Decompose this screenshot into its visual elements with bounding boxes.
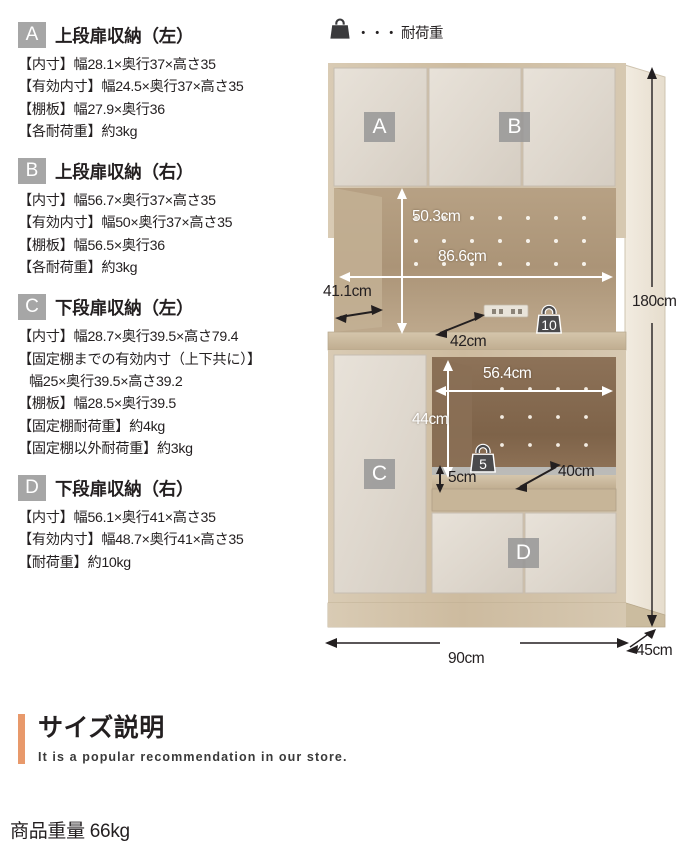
dimension-upper-open-width: 86.6cm — [438, 248, 487, 265]
load-badge-lower-value: 5 — [479, 456, 487, 472]
spec-line: 【有効内寸】幅50×奥行37×高さ35 — [18, 215, 233, 232]
size-description-banner: サイズ説明 It is a popular recommendation in … — [18, 714, 348, 764]
dimension-lower-open-height: 44cm — [412, 411, 449, 428]
banner-text-group: サイズ説明 It is a popular recommendation in … — [38, 714, 348, 764]
cabinet-door-badge-d: D — [508, 538, 539, 568]
spec-letter-badge-b: B — [18, 158, 46, 185]
dimension-total-depth: 45cm — [636, 642, 673, 659]
load-badge-upper-value: 10 — [541, 317, 557, 333]
spec-section-d-header: D 下段扉収納（右） — [18, 475, 318, 502]
spec-section-c-title: 下段扉収納（左） — [55, 297, 194, 318]
spec-line: 【棚板】幅56.5×奥行36 — [18, 237, 165, 254]
spec-line: 幅25×奥行39.5×高さ39.2 — [29, 373, 183, 390]
spec-line: 【内寸】幅28.7×奥行39.5×高さ79.4 — [18, 329, 239, 346]
spec-section-c-header: C 下段扉収納（左） — [18, 294, 318, 321]
spec-section-d: D 下段扉収納（右） 【内寸】幅56.1×奥行41×高さ35 【有効内寸】幅48… — [18, 475, 318, 574]
spec-section-a: A 上段扉収納（左） 【内寸】幅28.1×奥行37×高さ35 【有効内寸】幅24… — [18, 22, 318, 143]
spec-section-a-header: A 上段扉収納（左） — [18, 22, 318, 48]
dimension-lower-open-width: 56.4cm — [483, 365, 532, 382]
spec-list: A 上段扉収納（左） 【内寸】幅28.1×奥行37×高さ35 【有効内寸】幅24… — [18, 22, 318, 589]
load-badge-lower: 5 — [466, 443, 500, 477]
spec-line: 【棚板】幅27.9×奥行36 — [18, 101, 165, 118]
load-capacity-legend: ・・・ 耐荷重 — [327, 17, 444, 48]
cabinet-drawing — [325, 63, 666, 654]
cabinet-door-badge-b: B — [499, 112, 530, 142]
legend-label: 耐荷重 — [401, 26, 444, 42]
spec-letter-badge-d: D — [18, 475, 46, 502]
spec-section-c: C 下段扉収納（左） 【内寸】幅28.7×奥行39.5×高さ79.4 【固定棚ま… — [18, 294, 318, 460]
spec-line: 【有効内寸】幅24.5×奥行37×高さ35 — [18, 79, 244, 96]
cabinet-door-badge-a: A — [364, 112, 395, 142]
spec-line: 【内寸】幅56.7×奥行37×高さ35 — [18, 193, 216, 210]
spec-line: 【固定棚耐荷重】約4kg — [18, 418, 165, 435]
spec-line: 【内寸】幅28.1×奥行37×高さ35 — [18, 57, 216, 73]
load-badge-upper: 10 — [532, 304, 566, 338]
dimension-slide-shelf-height: 5cm — [448, 469, 477, 486]
dimension-lower-shelf-depth: 40cm — [558, 463, 595, 480]
spec-line: 【各耐荷重】約3kg — [18, 123, 138, 140]
dimension-total-height: 180cm — [632, 293, 677, 310]
power-outlet-icon — [483, 304, 529, 318]
dimension-total-width: 90cm — [448, 650, 485, 667]
spec-line: 【各耐荷重】約3kg — [18, 260, 138, 277]
spec-letter-badge-c: C — [18, 294, 46, 321]
weight-bag-icon — [470, 443, 496, 473]
spec-section-b-header: B 上段扉収納（右） — [18, 158, 318, 185]
product-weight-label: 商品重量 66kg — [10, 821, 130, 842]
dimension-upper-open-height: 50.3cm — [412, 208, 461, 225]
spec-section-d-title: 下段扉収納（右） — [55, 478, 194, 499]
spec-section-a-title: 上段扉収納（左） — [55, 25, 194, 46]
dimension-upper-shelf-depth: 42cm — [450, 333, 487, 350]
cabinet-illustration: 50.3cm 86.6cm 41.1cm 42cm 56.4cm 44cm 5c… — [320, 55, 680, 667]
spec-line: 【有効内寸】幅48.7×奥行41×高さ35 — [18, 532, 244, 549]
spec-section-b-title: 上段扉収納（右） — [55, 161, 194, 182]
dimension-side-depth: 41.1cm — [323, 283, 372, 300]
weight-bag-icon — [536, 304, 562, 334]
spec-section-b: B 上段扉収納（右） 【内寸】幅56.7×奥行37×高さ35 【有効内寸】幅50… — [18, 158, 318, 279]
banner-subtitle: It is a popular recommendation in our st… — [38, 749, 348, 764]
spec-line: 【棚板】幅28.5×奥行39.5 — [18, 396, 177, 413]
spec-line: 【固定棚までの有効内寸（上下共に）】 — [18, 351, 261, 368]
cabinet-door-badge-c: C — [364, 459, 395, 489]
spec-line: 【耐荷重】約10kg — [18, 554, 131, 571]
banner-title: サイズ説明 — [38, 714, 165, 742]
spec-letter-badge-a: A — [18, 22, 46, 48]
legend-dots: ・・・ — [356, 26, 399, 42]
banner-accent-bar — [18, 714, 25, 764]
weight-bag-icon — [327, 17, 353, 48]
spec-line: 【固定棚以外耐荷重】約3kg — [18, 440, 193, 457]
spec-line: 【内寸】幅56.1×奥行41×高さ35 — [18, 510, 216, 527]
